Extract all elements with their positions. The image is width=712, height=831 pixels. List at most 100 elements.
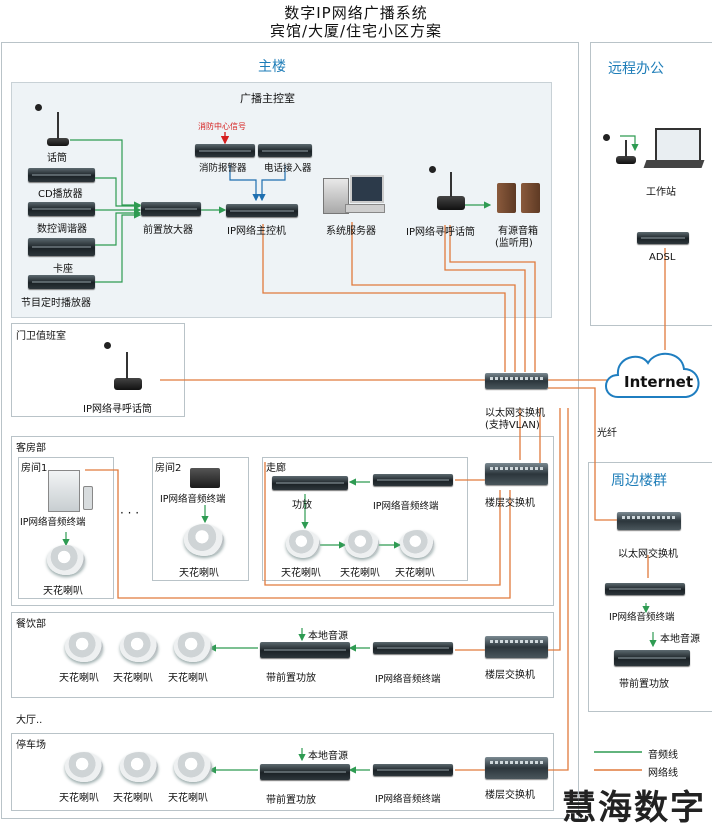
corridor-speaker-3-label: 天花喇叭 — [395, 568, 435, 579]
internet-cloud-icon — [605, 353, 700, 398]
legend-network-label: 网络线 — [648, 768, 678, 779]
ethernet-switch-vlan-label: (支持VLAN) — [485, 420, 540, 431]
gate-room-panel — [11, 323, 185, 417]
corridor-speaker-1-label: 天花喇叭 — [281, 568, 321, 579]
surrounding-terminal-label: IP网络音频终端 — [609, 612, 675, 623]
server-monitor-icon — [350, 175, 384, 203]
parking-terminal-label: IP网络音频终端 — [375, 794, 441, 805]
server-keyboard-icon — [345, 204, 385, 213]
room1-speaker-label: 天花喇叭 — [43, 586, 83, 597]
room1-terminal-label: IP网络音频终端 — [20, 517, 86, 528]
timer-player-label: 节目定时播放器 — [21, 298, 91, 309]
preamp-device — [141, 202, 201, 216]
gate-mic-label: IP网络寻呼话筒 — [83, 404, 152, 415]
laptop-screen-icon — [655, 128, 701, 162]
diagram-title-line2: 宾馆/大厦/住宅小区方案 — [269, 22, 443, 40]
dining-ceiling-speaker-2 — [120, 632, 158, 662]
cd-player-device — [28, 168, 95, 182]
remote-office-panel — [590, 42, 712, 326]
gate-room-title: 门卫值班室 — [16, 331, 66, 342]
surrounding-ethernet-switch — [617, 512, 681, 530]
gate-mic-stem — [126, 352, 128, 379]
ethernet-switch-main — [485, 373, 548, 389]
ip-paging-mic-device — [437, 196, 465, 210]
room1-terminal-device — [48, 470, 80, 512]
ip-host-label: IP网络主控机 — [227, 226, 286, 237]
diagram-title-line1: 数字IP网络广播系统 — [284, 4, 428, 22]
mic-label: 话筒 — [47, 153, 67, 164]
workstation-label: 工作站 — [646, 187, 676, 198]
fiber-label: 光纤 — [597, 428, 617, 439]
corridor-terminal-label: IP网络音频终端 — [373, 501, 439, 512]
surrounding-buildings-title: 周边楼群 — [611, 473, 667, 489]
cd-player-label: CD播放器 — [38, 189, 83, 200]
room2-title: 房间2 — [155, 463, 182, 474]
room1-title: 房间1 — [21, 463, 48, 474]
parking-amplifier-device — [260, 764, 350, 780]
guest-dept-title: 客房部 — [16, 443, 46, 454]
room1-ceiling-speaker — [47, 545, 85, 575]
surrounding-switch-label: 以太网交换机 — [618, 549, 678, 560]
mic-stem — [57, 112, 59, 139]
remote-mic-head — [603, 134, 610, 141]
adsl-device — [637, 232, 689, 244]
dining-speaker-2-label: 天花喇叭 — [113, 673, 153, 684]
surrounding-amplifier-device — [614, 650, 690, 666]
parking-title: 停车场 — [16, 740, 46, 751]
remote-mic-stem — [625, 140, 627, 157]
surrounding-amplifier-label: 带前置功放 — [619, 679, 669, 690]
phone-access-label: 电话接入器 — [264, 163, 312, 174]
ip-paging-mic-label: IP网络寻呼话筒 — [406, 227, 475, 238]
timer-player-device — [28, 275, 95, 289]
hall-title: 大厅.. — [16, 715, 43, 726]
corridor-speaker-2-label: 天花喇叭 — [340, 568, 380, 579]
dining-speaker-1-label: 天花喇叭 — [59, 673, 99, 684]
preamp-label: 前置放大器 — [143, 225, 193, 236]
parking-ceiling-speaker-1 — [65, 752, 103, 782]
parking-floor-switch-label: 楼层交换机 — [485, 790, 535, 801]
mic-device — [47, 138, 69, 146]
dining-local-source-label: 本地音源 — [308, 631, 348, 642]
parking-floor-switch — [485, 757, 548, 779]
room2-terminal-device — [190, 468, 220, 488]
corridor-amplifier-label: 功放 — [292, 500, 312, 511]
ip-paging-mic-stem — [450, 172, 452, 197]
mic-head — [35, 104, 42, 111]
control-room-title: 广播主控室 — [240, 92, 295, 105]
active-speaker-label: 有源音箱 — [498, 226, 538, 237]
dining-amplifier-device — [260, 642, 350, 658]
watermark-logo: 慧海数字 — [562, 788, 706, 828]
parking-ceiling-speaker-3 — [174, 752, 212, 782]
parking-speaker-2-label: 天花喇叭 — [113, 793, 153, 804]
corridor-ceiling-speaker-1 — [286, 530, 320, 558]
dining-floor-switch-label: 楼层交换机 — [485, 670, 535, 681]
internet-label: Internet — [624, 373, 694, 391]
room2-terminal-label: IP网络音频终端 — [160, 494, 226, 505]
active-speaker-left-icon — [497, 183, 516, 213]
corridor-amplifier-device — [272, 476, 348, 490]
dining-ceiling-speaker-3 — [174, 632, 212, 662]
parking-amplifier-label: 带前置功放 — [266, 795, 316, 806]
surrounding-local-source-label: 本地音源 — [660, 634, 700, 645]
parking-speaker-3-label: 天花喇叭 — [168, 793, 208, 804]
remote-office-title: 远程办公 — [608, 61, 664, 77]
main-building-title: 主楼 — [258, 59, 286, 75]
parking-local-source-label: 本地音源 — [308, 751, 348, 762]
tuner-label: 数控调谐器 — [37, 224, 87, 235]
laptop-keyboard-icon — [643, 160, 705, 168]
corridor-ceiling-speaker-2 — [345, 530, 379, 558]
guest-floor-switch-label: 楼层交换机 — [485, 498, 535, 509]
rooms-ellipsis: · · · — [120, 506, 140, 520]
remote-mic-device — [616, 156, 636, 164]
fire-signal-label: 消防中心信号 — [198, 122, 246, 131]
parking-ceiling-speaker-2 — [120, 752, 158, 782]
adsl-label: ADSL — [649, 252, 676, 263]
legend-audio-label: 音频线 — [648, 750, 678, 761]
server-tower-icon — [323, 178, 349, 214]
corridor-terminal-device — [373, 474, 453, 486]
server-label: 系统服务器 — [326, 226, 376, 237]
ethernet-switch-label: 以太网交换机 — [485, 408, 545, 419]
dining-speaker-3-label: 天花喇叭 — [168, 673, 208, 684]
dining-ceiling-speaker-1 — [65, 632, 103, 662]
